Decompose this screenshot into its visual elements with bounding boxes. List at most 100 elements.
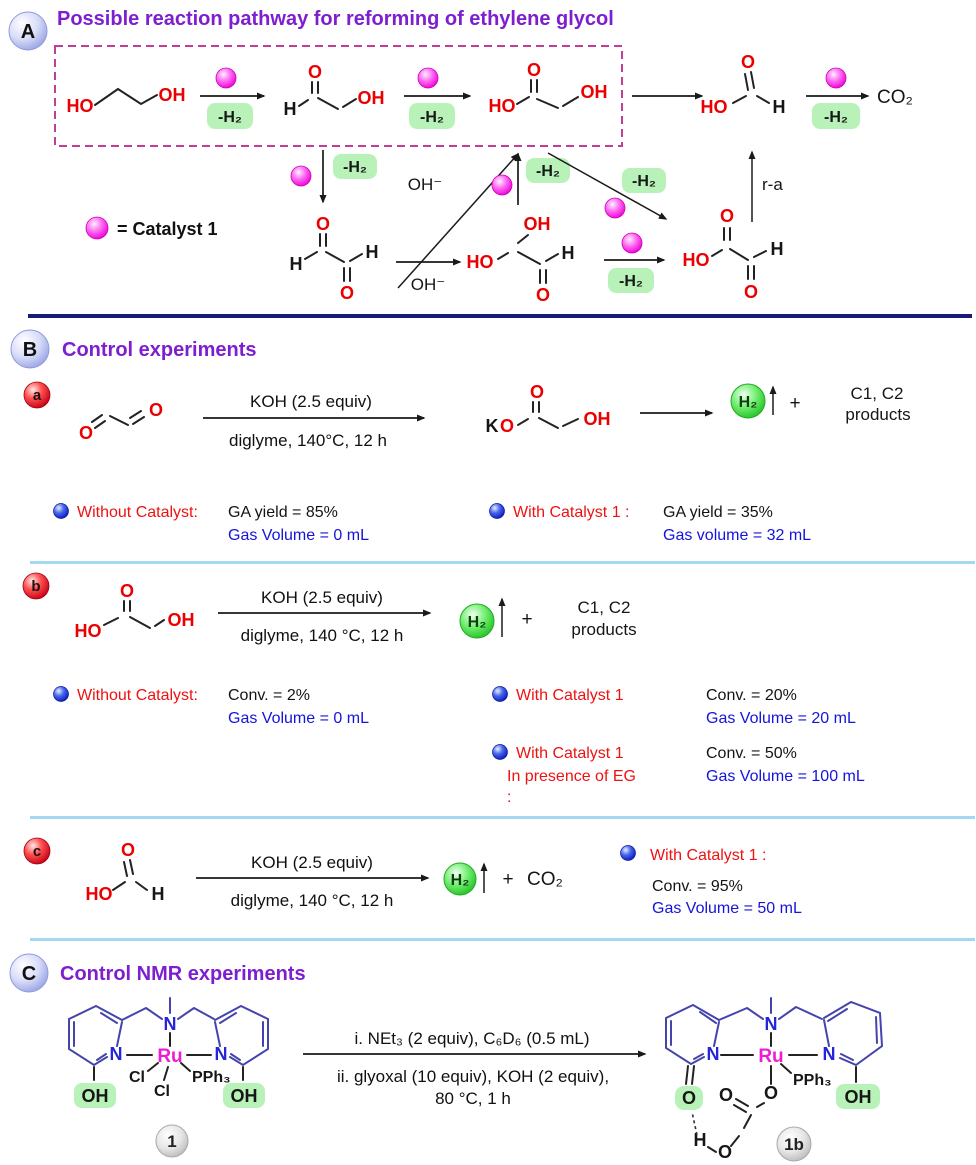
plus-sign: + [789,393,800,414]
result-b-left-v2: Gas Volume = 0 mL [228,710,369,727]
bullet [53,503,69,519]
atom-n: N [164,1014,177,1034]
atom-o: O [527,60,541,80]
result-a-left-label: Without Catalyst: [77,504,198,521]
bullet [53,686,69,702]
result-c-label: With Catalyst 1 : [650,847,766,864]
atom-o: O [79,423,93,443]
atom-h: H [290,254,303,274]
minus-h2-label: -H₂ [619,273,643,290]
oh-highlight [223,1083,265,1108]
c1c2-label: C1, C2 [578,598,631,617]
atom-oh: OH [231,1086,258,1106]
result-b-r1-label: With Catalyst 1 [516,687,624,704]
conditions-diglyme: diglyme, 140 °C, 12 h [241,626,404,645]
atom-o: O [682,1088,696,1108]
row-a-badge: a [33,387,42,404]
section-a-title: Possible reaction pathway for reforming … [57,8,614,30]
atom-o: O [316,214,330,234]
atom-h: H [562,243,575,263]
result-b-r2-v1: Conv. = 50% [706,745,797,762]
atom-oh: OH [159,85,186,105]
nmr-conditions-i: i. NEt₃ (2 equiv), C₆D₆ (0.5 mL) [354,1029,589,1048]
bullet [492,744,508,760]
complex-1-label: 1 [167,1132,176,1151]
molecule-formic-acid: O HO H [701,52,786,117]
section-b-title: Control experiments [62,339,256,361]
conditions-diglyme: diglyme, 140 °C, 12 h [231,891,394,910]
bullet [620,845,636,861]
section-c: C Control NMR experiments N N N Ru Cl Cl… [9,953,884,1162]
complex-1b-label: 1b [784,1135,804,1154]
atom-ho: HO [86,884,113,904]
catalyst-ball [621,232,643,254]
atom-n: N [707,1044,720,1064]
atom-o: O [741,52,755,72]
h2-ball [443,862,477,896]
h2-ball [730,383,766,419]
result-b-r1-v2: Gas Volume = 20 mL [706,710,856,727]
plus-sign: + [521,609,532,630]
result-b-r2-label2: In presence of EG [507,768,636,785]
minus-h2-label: -H₂ [218,109,242,126]
atom-ho: HO [489,96,516,116]
h2-label: H₂ [451,872,470,889]
atom-o: O [536,285,550,305]
divider-lightblue [30,938,975,941]
result-c-v2: Gas Volume = 50 mL [652,900,802,917]
reaction-arrow-diagonal [547,152,668,220]
section-a: A Possible reaction pathway for reformin… [8,8,972,318]
oh-highlight [74,1083,116,1108]
conditions-koh: KOH (2.5 equiv) [261,588,383,607]
atom-oh: OH [358,88,385,108]
products-label: products [845,405,910,424]
section-b: B Control experiments a O O KOH (2.5 equ… [10,329,975,941]
molecule-ethylene-glycol: HO OH [67,85,186,116]
molecule-glyoxal: O H H O [290,214,379,303]
retro-label: r-a [762,175,783,194]
atom-n: N [823,1044,836,1064]
minus-h2-highlight [622,168,666,193]
atom-n: N [110,1044,123,1064]
result-b-r2-label: With Catalyst 1 [516,745,624,762]
oh-minus-label: OH⁻ [411,275,445,294]
result-b-r1-v1: Conv. = 20% [706,687,797,704]
catalyst-ball-legend [85,216,109,240]
result-a-right-label: With Catalyst 1 : [513,504,629,521]
row-b-badge: b [31,578,40,595]
row-a-badge-circle [23,381,51,409]
atom-oh: OH [584,409,611,429]
conditions-koh: KOH (2.5 equiv) [250,392,372,411]
minus-h2-label: -H₂ [824,109,848,126]
h2-label: H₂ [739,394,758,411]
row-b-badge-circle [22,572,50,600]
atom-o: O [718,1142,732,1162]
atom-o: O [121,840,135,860]
complex-1-label-ball [155,1124,189,1158]
bullet [492,686,508,702]
bullet [489,503,505,519]
molecule-glycolic-acid-b: HO O OH [75,581,195,641]
complex-1b-label-ball [776,1126,812,1162]
molecule-glycolaldehyde: O H OH [284,62,385,119]
result-a-left-v1: GA yield = 85% [228,504,338,521]
molecule-potassium-glycolate: K O O OH [486,382,611,436]
atom-ho: HO [467,252,494,272]
atom-oh: OH [168,610,195,630]
catalyst-ball [604,197,626,219]
conditions-koh: KOH (2.5 equiv) [251,853,373,872]
minus-h2-highlight [608,268,654,293]
atom-h: H [771,239,784,259]
result-b-r2-colon: : [507,789,511,806]
atom-cl: Cl [154,1083,170,1100]
atom-n: N [215,1044,228,1064]
atom-ru: Ru [758,1046,783,1067]
catalyst-ball [491,174,513,196]
hydrogen-bond [691,1111,698,1136]
atom-h: H [773,97,786,117]
atom-cl: Cl [129,1069,145,1086]
result-a-left-v2: Gas Volume = 0 mL [228,527,369,544]
atom-oh: OH [845,1087,872,1107]
